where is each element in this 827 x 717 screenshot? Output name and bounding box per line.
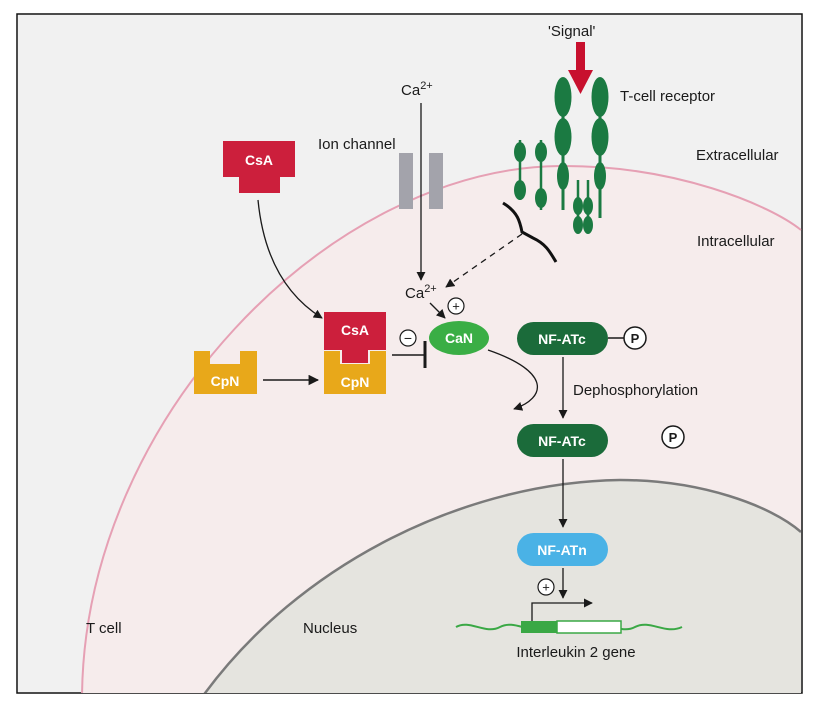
calcium-ion-label: Ca2+: [405, 283, 437, 302]
can-catalysis-arrow: [487, 349, 538, 411]
ion-channel-label: Ion channel: [318, 136, 396, 153]
signal-label: 'Signal': [548, 23, 596, 40]
calcium-ion-charge: 2+: [424, 283, 437, 295]
gene-coding-region: [556, 620, 622, 634]
nfatc-phosphorylated-label: NF-ATc: [538, 331, 586, 347]
nfatn-molecule: [517, 533, 608, 566]
signal-arrow-shaft: [576, 42, 585, 72]
activation-sign-can: [447, 297, 465, 315]
tcell-receptor-label: T-cell receptor: [620, 88, 715, 105]
nfatn-label: NF-ATn: [537, 542, 587, 558]
intracellular-label: Intracellular: [697, 233, 775, 250]
receptor-to-can-dashed-arrow: [445, 233, 523, 288]
phosphate-group-released-label: P: [669, 430, 678, 445]
nfatc-molecule: [517, 424, 608, 457]
tcell-receptor-complex: [514, 77, 609, 234]
nucleus: [205, 480, 801, 693]
calcium-ion-top-charge: 2+: [420, 80, 433, 92]
receptor-signalling-bracket: [502, 201, 558, 263]
csa-bound-molecule: [324, 312, 386, 363]
csa-free-label: CsA: [245, 152, 273, 168]
signal-arrow-head: [568, 70, 593, 94]
cpn-bound-molecule: [324, 351, 386, 394]
calcium-ion-top-label: Ca2+: [401, 80, 433, 99]
activation-sign-can-text: +: [452, 299, 460, 314]
phosphate-group-attached: [623, 326, 647, 350]
csa-free-molecule: [223, 141, 295, 193]
phosphate-group-released: [661, 425, 685, 449]
ion-channel-right-subunit: [429, 153, 443, 209]
inhibition-sign: [399, 329, 417, 347]
nfatc-label: NF-ATc: [538, 433, 586, 449]
gene-promoter-region: [521, 621, 557, 633]
calcium-to-can-arrow: [429, 302, 446, 319]
can-molecule: [429, 321, 489, 355]
nuclear-envelope: [203, 478, 802, 693]
gene-label: Interleukin 2 gene: [516, 644, 635, 661]
phosphate-group-attached-label: P: [631, 331, 640, 346]
extracellular-label: Extracellular: [696, 147, 779, 164]
transcription-start-arrow: [531, 598, 593, 621]
inhibition-sign-text: −: [404, 330, 412, 346]
t-cell-label: T cell: [86, 620, 122, 637]
cpn-free-label: CpN: [211, 373, 240, 389]
csa-binding-arrow: [257, 199, 323, 319]
nfatc-phosphorylated-molecule: [517, 322, 608, 355]
csa-bound-label: CsA: [341, 322, 369, 338]
cpn-bound-label: CpN: [341, 374, 370, 390]
cpn-free-molecule: [194, 351, 257, 394]
activation-sign-gene: [537, 578, 555, 596]
can-label: CaN: [445, 330, 473, 346]
activation-sign-gene-text: +: [542, 580, 550, 595]
ion-channel-left-subunit: [399, 153, 413, 209]
nucleus-label: Nucleus: [303, 620, 357, 637]
dephosphorylation-label: Dephosphorylation: [573, 382, 698, 399]
